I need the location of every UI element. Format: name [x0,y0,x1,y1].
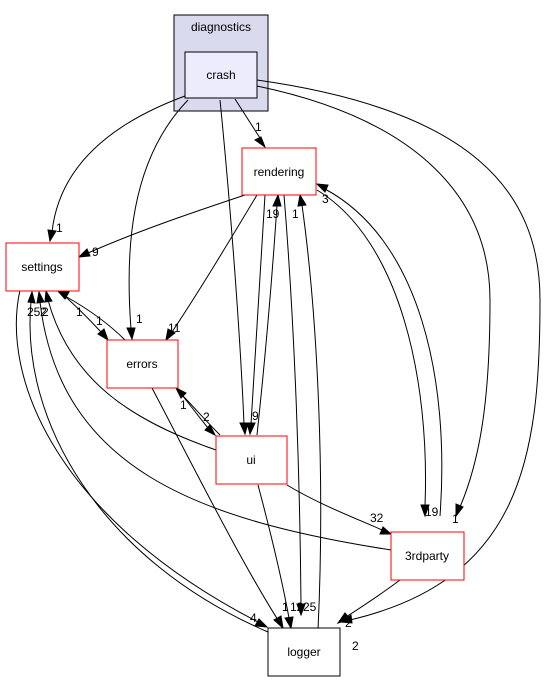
edge-3rdparty-rendering[interactable]: 3 [315,183,443,517]
node-settings[interactable]: settings [5,242,80,292]
edge-label: 1 [136,312,143,326]
edge-crash-ui[interactable]: 9 [219,99,259,436]
node-logger[interactable]: logger [267,627,341,677]
edge-3rdparty-settings[interactable]: 2 [36,290,392,551]
edge-label: 1 [56,221,63,235]
edge-label: 25 [27,305,41,319]
edge-label: 9 [92,245,99,259]
node-crash[interactable]: crash [184,51,258,99]
edge-label: 9 [252,409,259,423]
edge-rendering-settings[interactable]: 9 [77,194,246,259]
edge-rendering-logger[interactable]: 12 [283,194,306,617]
node-errors[interactable]: errors [106,339,179,389]
edge-ui-logger[interactable]: 1 [257,484,294,630]
edge-crash-errors[interactable]: 1 [126,99,189,341]
edge-label: 1 [255,120,262,134]
cluster-label: diagnostics [191,20,251,34]
edge-label: 32 [370,511,384,525]
node-box [390,531,465,581]
node-label: ui [246,453,255,467]
edge-label: 1 [452,512,459,526]
node-label: errors [126,357,157,371]
edge-label: 1 [282,600,289,614]
edge-ui-rendering[interactable]: 1 [256,193,299,436]
edge-crash-rendering[interactable]: 1 [234,98,267,149]
edge-label: 12 [290,600,304,614]
edge-rendering-3rdparty[interactable]: 19 [316,189,439,519]
edge-label: 3 [322,192,329,206]
edge-label: 1 [76,305,83,319]
edges: 1 1 1 9 1 2 [15,79,541,653]
node-label: settings [21,260,62,274]
edge-label: 2 [42,305,49,319]
edge-3rdparty-logger[interactable]: 2 [336,579,401,630]
edge-settings-logger[interactable]: 4 [15,289,269,628]
node-label: logger [287,645,320,659]
edge-label: 4 [250,611,257,625]
edge-label: 11 [168,321,181,335]
edge-ui-3rdparty[interactable]: 32 [286,484,393,535]
node-3rdparty[interactable]: 3rdparty [390,531,465,581]
node-box [267,627,341,677]
node-box [241,147,317,196]
edge-label: 1 [282,600,289,614]
edge-label: 1 [96,314,103,328]
edge-crash-3rdparty[interactable]: 1 [256,85,491,526]
node-label: rendering [254,165,305,179]
node-box [106,339,179,389]
edge-label: 19 [266,207,280,221]
edge-label: 19 [425,505,439,519]
node-box [184,51,258,99]
edge-ui-errors[interactable]: 1 [174,386,221,436]
edge-label: 25 [303,600,317,614]
edge-logger-settings[interactable]: 25 [27,290,269,633]
node-ui[interactable]: ui [215,435,288,485]
edge-crash-settings[interactable]: 1 [47,95,186,243]
edge-logger-rendering[interactable]: 25 [297,193,322,631]
node-box [215,435,288,485]
edge-label: 1 [180,398,187,412]
edge-rendering-errors[interactable]: 11 [165,194,258,342]
node-box [5,242,80,292]
edge-label: 2 [352,639,359,653]
node-label: 3rdparty [405,549,449,563]
edge-errors-settings[interactable]: 1 [55,289,126,341]
node-rendering[interactable]: rendering [241,147,317,196]
edge-errors-logger[interactable]: 1 [151,387,289,630]
node-label: crash [206,68,235,82]
edge-label: 2 [203,410,210,424]
edge-label: 2 [345,616,352,630]
edge-ui-settings[interactable]: 2 [42,289,217,451]
edge-label: 2 [40,305,47,319]
edge-label: 1 [292,207,299,221]
